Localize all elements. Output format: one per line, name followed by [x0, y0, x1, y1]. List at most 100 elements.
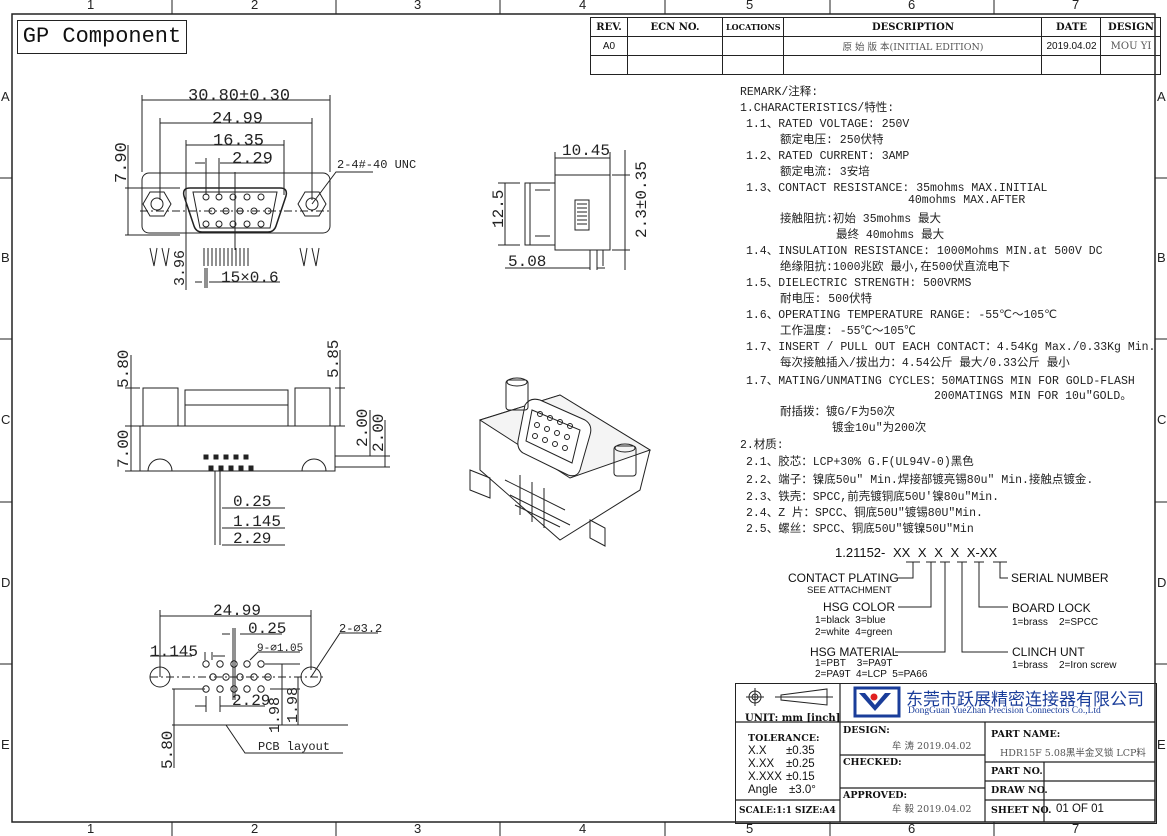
remark-line: 接触阻抗:初始 35mohms 最大 [780, 213, 942, 226]
part-name-value: HDR15F 5.08黑半金叉锁 LCP料 [1000, 748, 1146, 759]
grid-col-label: 1 [87, 0, 95, 12]
dim-side-pin-offset: 2.3±0.35 [633, 161, 651, 238]
dim-pcb-offset: 0.25 [248, 620, 286, 638]
dim-side-height: 12.5 [490, 190, 508, 228]
tolerance-value: ±0.15 [786, 771, 815, 783]
grid-col-label: 3 [414, 0, 422, 12]
solder-pins [203, 248, 249, 266]
dim-thread: 2-4#-40 UNC [337, 158, 416, 172]
dim-pin-width: 15×0.6 [221, 269, 279, 287]
contact-plating-label: CONTACT PLATING [788, 571, 899, 585]
side-view [498, 150, 630, 270]
draw-no-label: DRAW NO. [991, 785, 1048, 796]
company-name-en: DongGuan YueZhan Precision Connectors Co… [908, 706, 1101, 716]
size-label: SIZE:A4 [795, 806, 836, 816]
dim-pcb-r2: 1.98 [285, 687, 302, 723]
dim-side-row: 5.08 [508, 253, 546, 271]
grid-row-label: A [1157, 89, 1166, 104]
grid-row-label: B [1157, 250, 1166, 265]
hsg-color-label: HSG COLOR [823, 600, 896, 614]
remark-line: 最终 40mohms 最大 [836, 229, 945, 242]
dim-pcb-depth: 5.80 [159, 731, 177, 769]
remark-line: 2.3、铁壳：SPCC,前壳镀铜底50U'镍80u"Min. [746, 491, 1000, 504]
dim-bottom-p3: 2.29 [233, 530, 271, 548]
dim-bottom-left-h: 5.80 [115, 350, 133, 388]
unit-label: UNIT: mm [inch] [745, 713, 841, 724]
checked-label: CHECKED: [843, 757, 902, 768]
grid-col-label: 5 [746, 0, 754, 12]
revision-table: REV. ECN NO. LOCATIONS DESCRIPTION DATE … [590, 17, 1162, 75]
serial-number-label: SERIAL NUMBER [1011, 571, 1109, 585]
front-view [125, 95, 373, 290]
approved-label: APPROVED: [843, 790, 908, 801]
dim-pcb-mount: 2-⌀3.2 [339, 622, 382, 636]
dim-bottom-p2: 1.145 [233, 513, 281, 531]
remark-line: 1.1、RATED VOLTAGE: 250V [746, 118, 910, 131]
grid-col-label: 3 [414, 821, 422, 836]
tolerance-key: X.X [748, 745, 767, 757]
remark-line: 40mohms MAX.AFTER [908, 194, 1026, 207]
dim-pin-offset: 3.96 [172, 250, 189, 286]
dim-pcb-holes: 9-⌀1.05 [257, 643, 303, 655]
sheet-no-value: 01 OF 01 [1056, 803, 1104, 815]
see-attachment-label: SEE ATTACHMENT [807, 585, 892, 596]
remark-line: 绝缘阻抗:1000兆欧 最小,在500伏直流电下 [780, 261, 1011, 274]
remark-line: 工作温度: -55℃～105℃ [780, 325, 916, 338]
dim-bottom-body-h: 7.00 [115, 430, 133, 468]
grid-row-label: C [1, 412, 11, 427]
part-name-label: PART NAME: [991, 729, 1061, 740]
company-name-cn: 东莞市跃展精密连接器有限公司 [906, 690, 1144, 710]
title-box: GP Component [17, 20, 187, 54]
remark-line: 1.7、MATING/UNMATING CYCLES：50MATINGS MIN… [746, 375, 1135, 388]
grid-row-label: A [1, 89, 10, 104]
title-block-lines [735, 683, 1155, 822]
bottom-view [125, 350, 390, 546]
board-lock-options: 1=brass 2=SPCC [1012, 617, 1099, 628]
remark-line: 2.材质: [740, 439, 784, 452]
grid-row-label: C [1157, 412, 1167, 427]
remark-line: 1.6、OPERATING TEMPERATURE RANGE: -55℃～10… [746, 309, 1058, 322]
remark-line: 耐插拨：镀G/F为50次 [780, 406, 896, 419]
grid-col-label: 4 [579, 821, 587, 836]
title-block-frame [735, 683, 1157, 824]
dim-overall-width: 30.80±0.30 [188, 87, 290, 106]
grid-col-label: 5 [746, 821, 754, 836]
pcb-layout-label: PCB layout [258, 740, 330, 754]
dim-side-depth: 10.45 [562, 142, 610, 160]
tolerance-value: ±3.0° [789, 784, 816, 796]
remark-line: 耐电压: 500伏特 [780, 293, 873, 306]
table-row [590, 55, 1162, 75]
remark-line: 每次接触插入/拔出力：4.54公斤 最大/0.33公斤 最小 [780, 357, 1070, 370]
tolerance-value: ±0.35 [786, 745, 815, 757]
part-no-label: PART NO. [991, 766, 1043, 777]
design-cell [1100, 55, 1162, 75]
grid-row-label: B [1, 250, 10, 265]
dim-shell-width: 16.35 [213, 132, 264, 151]
board-lock-label: BOARD LOCK [1012, 601, 1091, 615]
remark-line: 2.5、螺丝：SPCC、铜底50U"镀镍50U"Min [746, 523, 974, 536]
hsg-material-label: HSG MATERIAL [810, 645, 899, 659]
dim-bottom-d2: 2.00 [370, 414, 388, 452]
hsg-color-options: 2=white 4=green [815, 627, 893, 638]
dim-bottom-d1: 2.00 [354, 409, 372, 447]
grid-row-label: D [1, 575, 11, 590]
dim-screw-pitch: 24.99 [212, 110, 263, 129]
clinch-unt-label: CLINCH UNT [1012, 645, 1085, 659]
remark-line: 额定电流: 3安培 [780, 166, 870, 179]
dim-pcb-r1: 1.98 [267, 697, 284, 733]
tolerance-value: ±0.25 [786, 758, 815, 770]
grid-col-label: 7 [1072, 0, 1080, 12]
grid-row-label: E [1157, 737, 1166, 752]
grid-col-label: 1 [87, 821, 95, 836]
remark-line: 1.7、INSERT / PULL OUT EACH CONTACT：4.54K… [746, 341, 1156, 354]
dim-bottom-p1: 0.25 [233, 493, 271, 511]
isometric-view [469, 377, 652, 547]
sheet-no-label: SHEET NO. [991, 805, 1052, 816]
grid-col-label: 6 [908, 0, 916, 12]
dim-pin-pitch: 2.29 [232, 150, 273, 169]
company-logo-icon [853, 686, 901, 718]
remark-line: 2.4、Z 片：SPCC、铜底50U"镀锡80U"Min. [746, 507, 983, 520]
